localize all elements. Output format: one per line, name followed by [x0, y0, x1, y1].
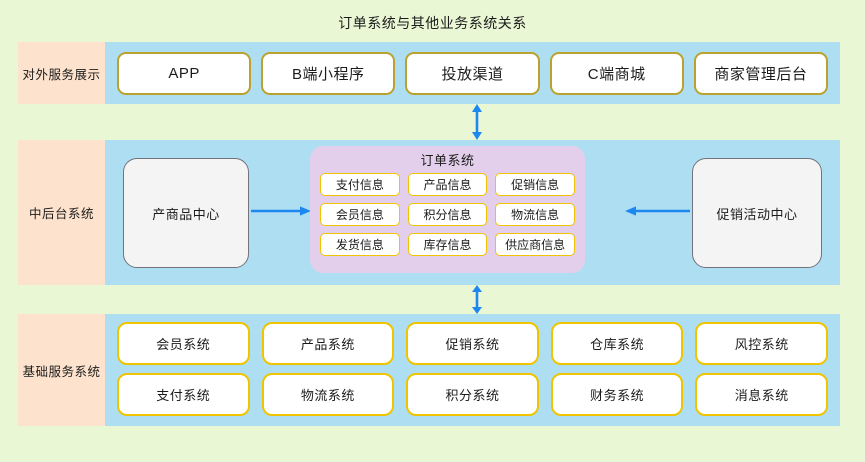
- node-merchant-admin[interactable]: 商家管理后台: [693, 51, 829, 95]
- external-services-row: APP B端小程序 投放渠道 C端商城 商家管理后台: [105, 42, 840, 104]
- chip-logistics-info[interactable]: 物流信息: [495, 203, 575, 226]
- node-points-system[interactable]: 积分系统: [406, 373, 539, 416]
- chip-shipping-info[interactable]: 发货信息: [320, 233, 400, 256]
- band-body-external-services: APP B端小程序 投放渠道 C端商城 商家管理后台: [105, 42, 840, 104]
- basic-services-grid: 会员系统 产品系统 促销系统 仓库系统 风控系统 支付系统 物流系统 积分系统 …: [105, 314, 840, 426]
- node-payment-system[interactable]: 支付系统: [117, 373, 250, 416]
- chip-inventory-info[interactable]: 库存信息: [407, 233, 488, 256]
- connector-product-to-order-arrow: [251, 206, 311, 216]
- order-system-panel: 订单系统 支付信息 产品信息 促销信息 会员信息 积分信息 物流信息 发货信息 …: [310, 146, 585, 273]
- band-external-services: 对外服务展示 APP B端小程序 投放渠道 C端商城 商家管理后台: [18, 42, 840, 104]
- order-system-title: 订单系统: [420, 153, 475, 168]
- band-basic-services: 基础服务系统 会员系统 产品系统 促销系统 仓库系统 风控系统 支付系统 物流系…: [18, 314, 840, 426]
- diagram-title: 订单系统与其他业务系统关系: [338, 15, 527, 31]
- chip-points-info[interactable]: 积分信息: [407, 203, 488, 226]
- node-product-center[interactable]: 产商品中心: [123, 158, 249, 268]
- node-logistics-system[interactable]: 物流系统: [261, 373, 395, 416]
- node-b-mini-program[interactable]: B端小程序: [261, 51, 396, 95]
- node-promotion-system[interactable]: 促销系统: [406, 322, 539, 365]
- node-riskcontrol-system[interactable]: 风控系统: [695, 322, 828, 365]
- chip-payment-info[interactable]: 支付信息: [320, 173, 400, 196]
- mid-platform-inner: 产商品中心 订单系统 支付信息 产品信息 促销信息 会员信息 积分信息 物流信息…: [105, 140, 840, 285]
- node-app[interactable]: APP: [117, 51, 252, 95]
- node-promotion-center[interactable]: 促销活动中心: [692, 158, 822, 268]
- node-product-system[interactable]: 产品系统: [261, 322, 395, 365]
- connector-middle-to-bottom-arrow: [472, 285, 482, 314]
- band-label-mid-platform: 中后台系统: [18, 140, 105, 285]
- connector-top-to-middle-arrow: [472, 104, 482, 140]
- node-delivery-channel[interactable]: 投放渠道: [405, 51, 540, 95]
- chip-supplier-info[interactable]: 供应商信息: [495, 233, 575, 256]
- node-warehouse-system[interactable]: 仓库系统: [550, 322, 684, 365]
- band-body-basic-services: 会员系统 产品系统 促销系统 仓库系统 风控系统 支付系统 物流系统 积分系统 …: [105, 314, 840, 426]
- order-system-info-grid: 支付信息 产品信息 促销信息 会员信息 积分信息 物流信息 发货信息 库存信息 …: [310, 173, 585, 256]
- band-mid-platform: 中后台系统 产商品中心 订单系统 支付信息 产品信息 促销信息 会员信息 积分信…: [18, 140, 840, 285]
- node-finance-system[interactable]: 财务系统: [550, 373, 684, 416]
- chip-member-info[interactable]: 会员信息: [320, 203, 400, 226]
- node-member-system[interactable]: 会员系统: [117, 322, 250, 365]
- band-body-mid-platform: 产商品中心 订单系统 支付信息 产品信息 促销信息 会员信息 积分信息 物流信息…: [105, 140, 840, 285]
- band-label-basic-services: 基础服务系统: [18, 314, 105, 426]
- chip-promotion-info[interactable]: 促销信息: [495, 173, 575, 196]
- chip-product-info[interactable]: 产品信息: [407, 173, 488, 196]
- node-message-system[interactable]: 消息系统: [695, 373, 828, 416]
- band-label-external-services: 对外服务展示: [18, 42, 105, 104]
- node-c-mall[interactable]: C端商城: [549, 51, 684, 95]
- connector-promo-to-order-arrow: [625, 206, 690, 216]
